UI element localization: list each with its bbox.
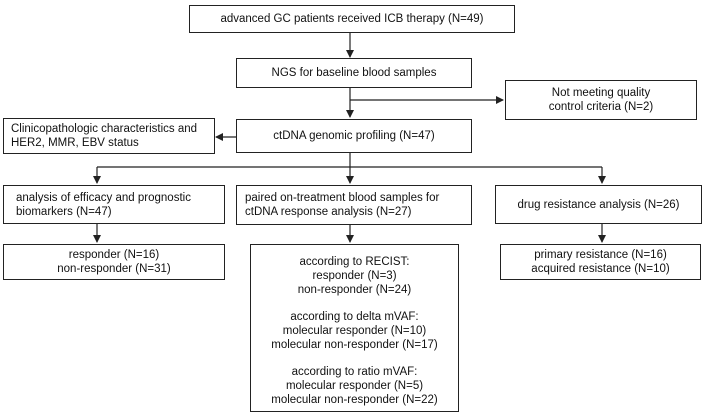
excluded-box: Not meeting quality control criteria (N=… — [505, 80, 697, 120]
ratio-responder: molecular responder (N=5) — [285, 380, 424, 392]
start-box: advanced GC patients received ICB therap… — [189, 5, 515, 33]
left-branch-title2: biomarkers (N=47) — [16, 205, 112, 218]
right-branch-title: drug resistance analysis (N=26) — [517, 198, 680, 211]
ngs-text: NGS for baseline blood samples — [271, 67, 437, 79]
profiling-box: ctDNA genomic profiling (N=47) — [236, 119, 472, 153]
profiling-text: ctDNA genomic profiling (N=47) — [273, 130, 435, 142]
left-branch-title1: analysis of efficacy and prognostic — [16, 191, 191, 204]
left-result-responder: responder (N=16) — [68, 249, 160, 261]
delta-responder: molecular responder (N=10) — [282, 325, 427, 337]
right-results-box: primary resistance (N=16) acquired resis… — [500, 244, 701, 280]
ratio-heading: according to ratio mVAF: — [291, 366, 418, 378]
mid-results-box: according to RECIST: responder (N=3) non… — [250, 244, 459, 412]
left-result-nonresponder: non-responder (N=31) — [57, 263, 171, 275]
clinical-line2: HER2, MMR, EBV status — [11, 137, 139, 149]
excluded-line2: control criteria (N=2) — [548, 101, 654, 113]
right-branch-box: drug resistance analysis (N=26) — [495, 185, 702, 224]
start-text: advanced GC patients received ICB therap… — [220, 13, 484, 25]
ngs-box: NGS for baseline blood samples — [236, 58, 472, 88]
left-branch-box: analysis of efficacy and prognostic biom… — [3, 185, 225, 224]
clinical-line1: Clinicopathologic characteristics and — [11, 123, 198, 135]
mid-branch-title2: ctDNA response analysis (N=27) — [245, 206, 412, 218]
recist-heading: according to RECIST: — [299, 256, 410, 268]
recist-nonresponder: non-responder (N=24) — [297, 284, 412, 296]
mid-branch-box: paired on-treatment blood samples for ct… — [236, 185, 472, 225]
mid-branch-title1: paired on-treatment blood samples for — [245, 192, 440, 204]
delta-nonresponder: molecular non-responder (N=17) — [271, 339, 438, 351]
ratio-nonresponder: molecular non-responder (N=22) — [271, 394, 438, 406]
clinical-box: Clinicopathologic characteristics and HE… — [3, 118, 215, 154]
left-results-box: responder (N=16) non-responder (N=31) — [3, 244, 225, 280]
excluded-line1: Not meeting quality — [551, 87, 651, 99]
right-result-primary: primary resistance (N=16) — [534, 249, 667, 261]
delta-heading: according to delta mVAF: — [290, 311, 419, 323]
recist-responder: responder (N=3) — [312, 270, 397, 282]
right-result-acquired: acquired resistance (N=10) — [531, 263, 670, 275]
